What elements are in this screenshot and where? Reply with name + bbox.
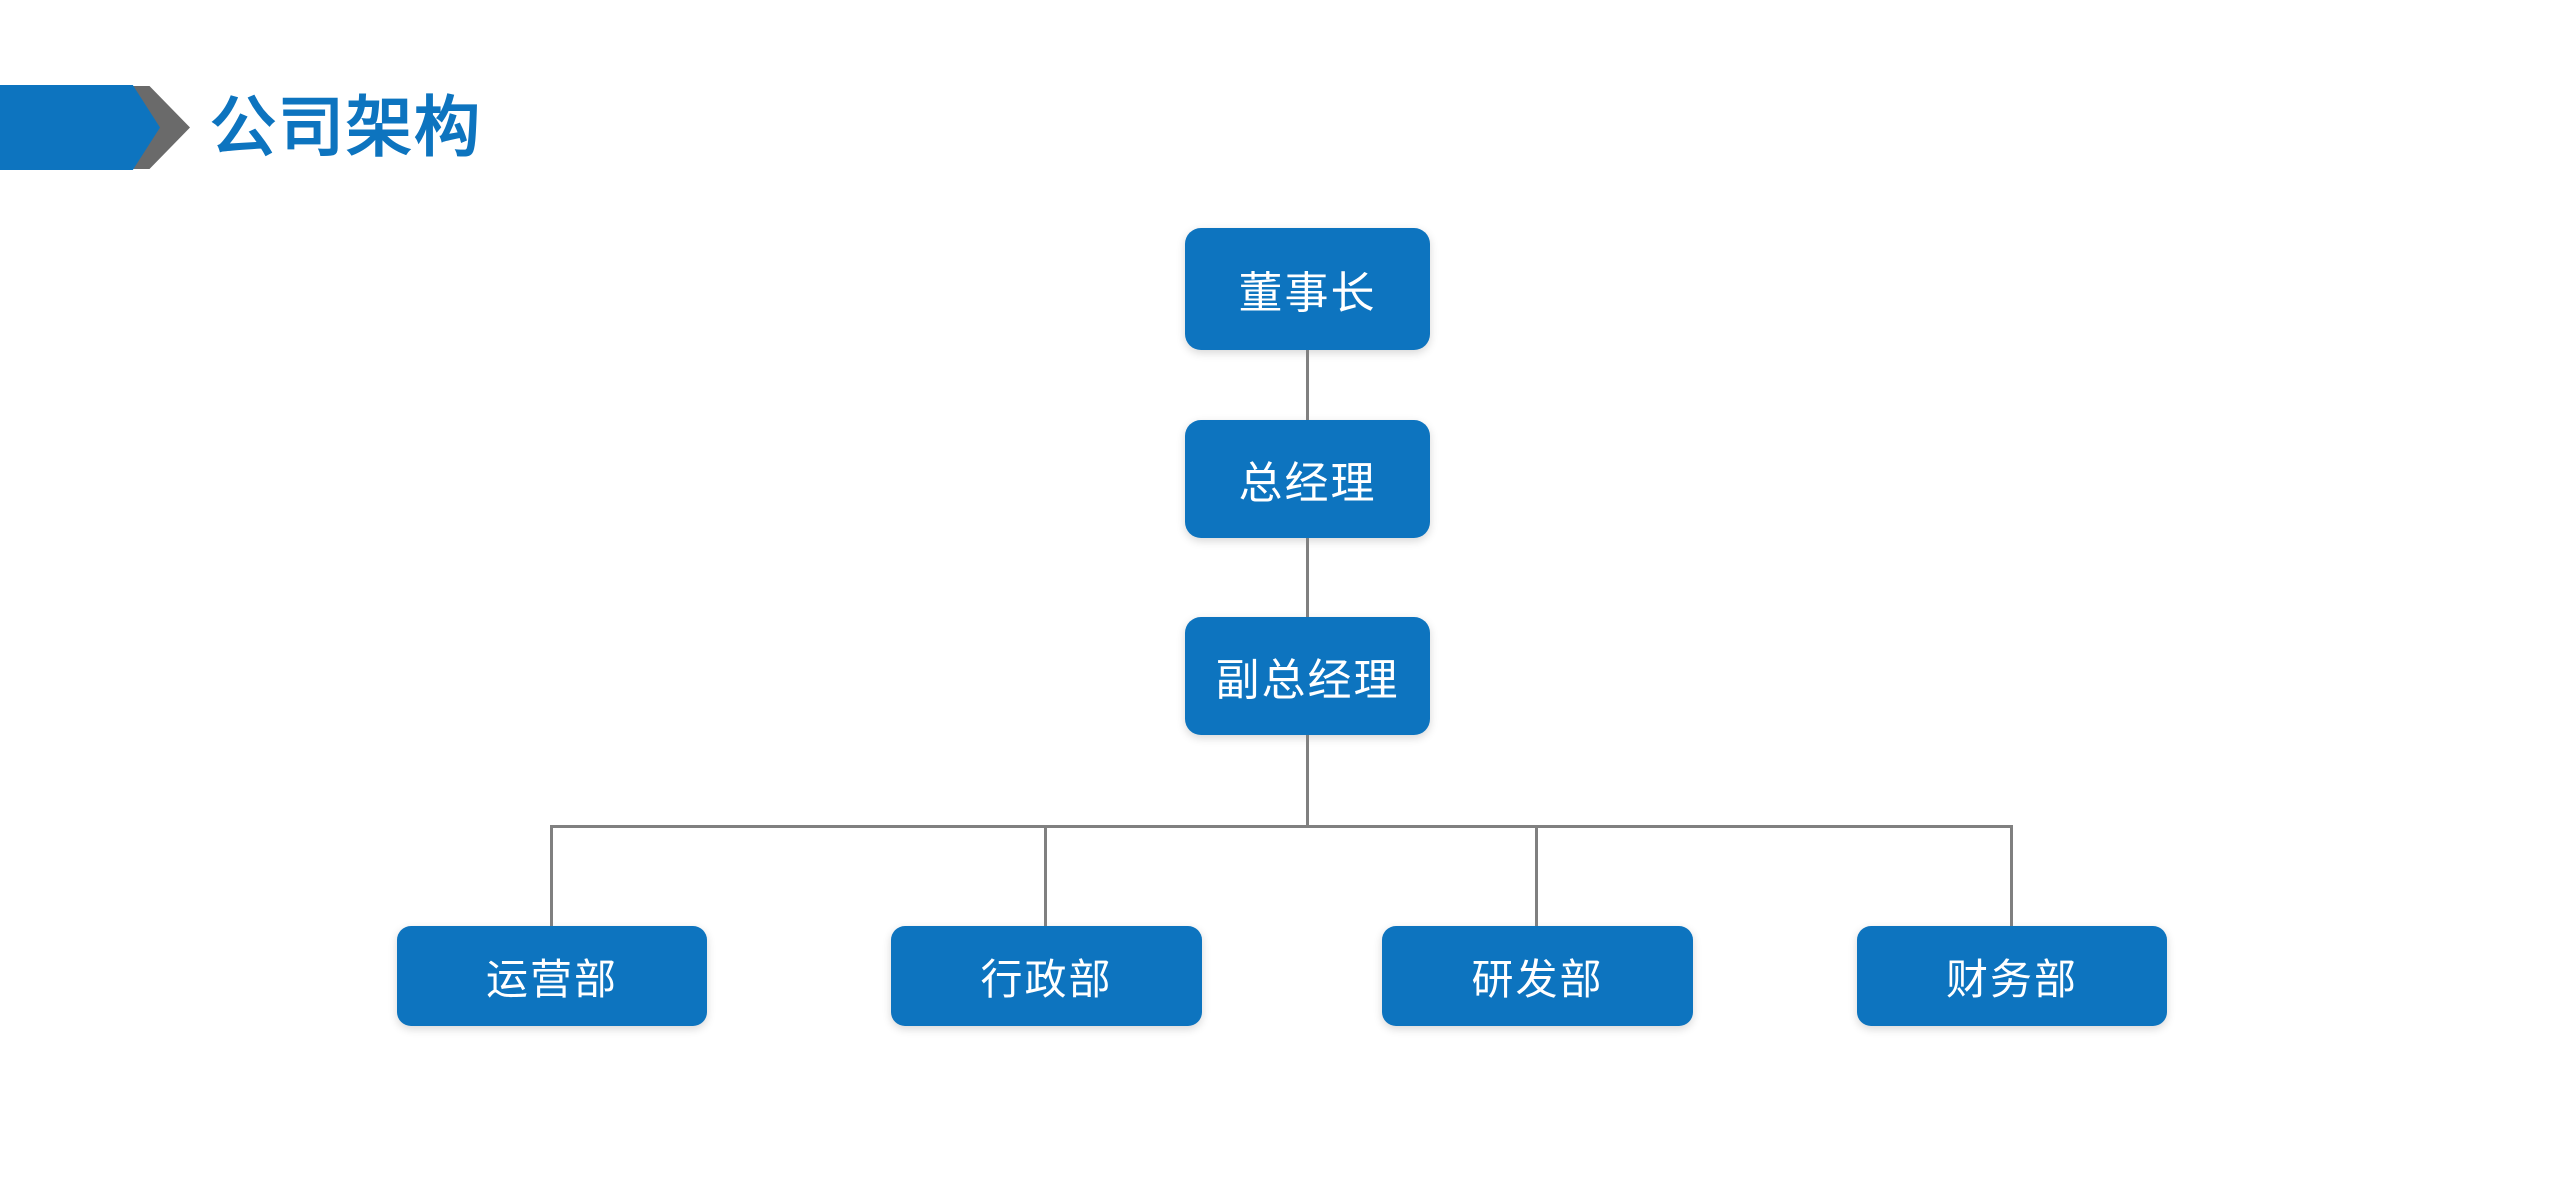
connector-drop-admin [1044, 825, 1047, 926]
connector-drop-operations [550, 825, 553, 926]
page-title: 公司架构 [210, 90, 482, 164]
org-node-rnd-dept: 研发部 [1382, 926, 1693, 1026]
connector-chairman-gm [1306, 350, 1309, 420]
connector-dgm-trunk [1306, 735, 1309, 826]
connector-gm-dgm [1306, 538, 1309, 617]
org-node-deputy-general-manager: 副总经理 [1185, 617, 1430, 735]
org-node-operations-dept: 运营部 [397, 926, 707, 1026]
header-arrow-blue-icon [0, 85, 160, 170]
org-node-chairman: 董事长 [1185, 228, 1430, 350]
connector-drop-rnd [1535, 825, 1538, 926]
connector-horizontal-bus [550, 825, 2013, 828]
org-node-general-manager: 总经理 [1185, 420, 1430, 538]
connector-drop-finance [2010, 825, 2013, 926]
org-node-admin-dept: 行政部 [891, 926, 1202, 1026]
org-node-finance-dept: 财务部 [1857, 926, 2167, 1026]
